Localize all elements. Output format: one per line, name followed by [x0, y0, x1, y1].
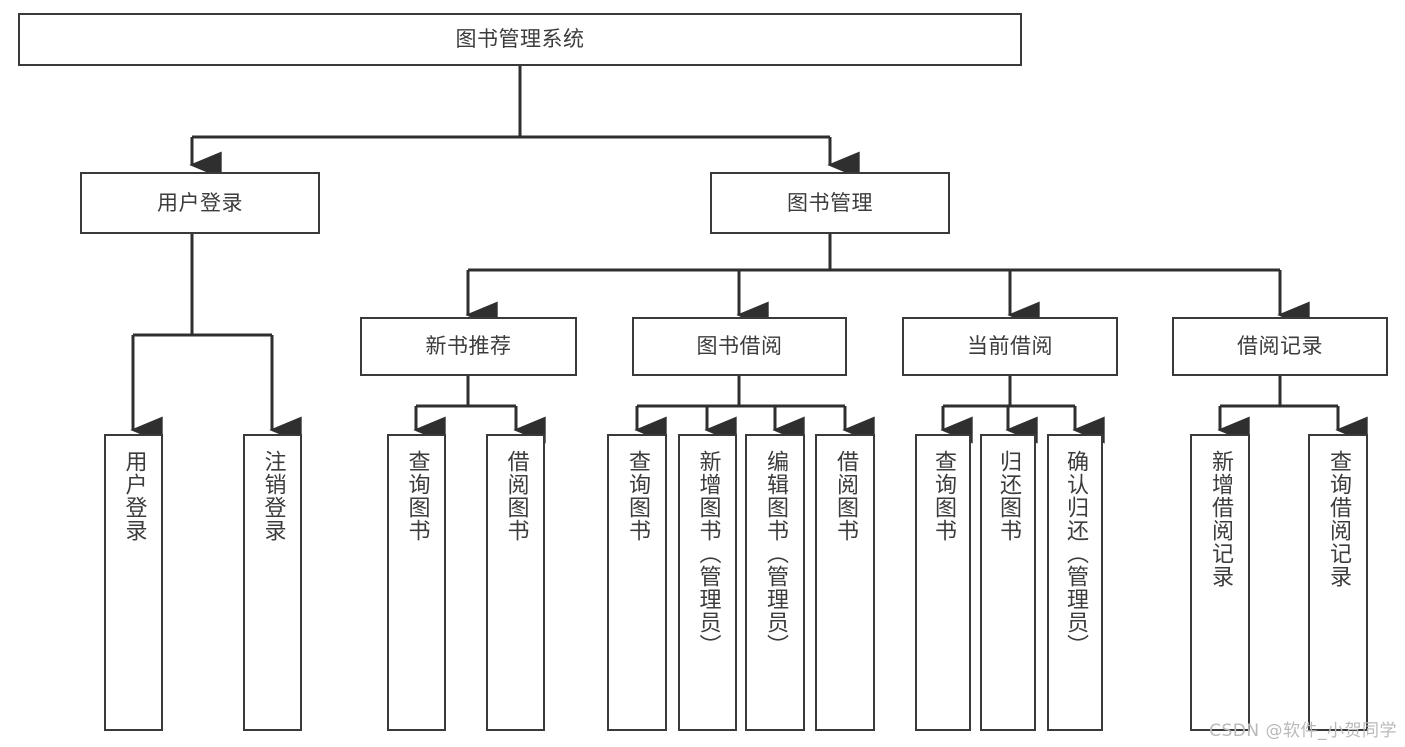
leaf-record-add-record[interactable]: 新增借阅记录 [1190, 434, 1250, 731]
node-label: 图书借阅 [696, 334, 783, 359]
node-label: 当前借阅 [967, 334, 1053, 359]
node-label: 确认归还（管理员） [1062, 450, 1088, 657]
node-current-borrow[interactable]: 当前借阅 [902, 317, 1118, 376]
leaf-record-query-record[interactable]: 查询借阅记录 [1308, 434, 1368, 731]
node-label: 新增图书（管理员） [695, 450, 721, 657]
leaf-user-login-signin[interactable]: 用户登录 [104, 434, 163, 731]
node-label: 归还图书 [995, 450, 1021, 542]
node-label: 新书推荐 [425, 334, 512, 359]
node-label: 图书管理 [787, 190, 873, 215]
node-label: 编辑图书（管理员） [762, 450, 788, 657]
node-root-system[interactable]: 图书管理系统 [18, 13, 1022, 66]
leaf-borrow-borrow-book[interactable]: 借阅图书 [815, 434, 875, 731]
watermark-text: CSDN @软件_小贺同学 [1209, 721, 1397, 741]
node-label: 借阅记录 [1237, 334, 1323, 359]
leaf-recommend-query-book[interactable]: 查询图书 [387, 434, 446, 731]
node-label: 用户登录 [121, 450, 147, 542]
node-label: 注销登录 [260, 450, 286, 542]
node-label: 查询图书 [930, 450, 956, 542]
node-label: 借阅图书 [832, 450, 858, 542]
node-label: 借阅图书 [503, 450, 529, 542]
leaf-borrow-query-book[interactable]: 查询图书 [607, 434, 667, 731]
node-borrow-record[interactable]: 借阅记录 [1172, 317, 1388, 376]
node-new-book-recommend[interactable]: 新书推荐 [360, 317, 577, 376]
node-label: 查询图书 [404, 450, 430, 542]
node-label: 新增借阅记录 [1207, 450, 1233, 588]
node-user-login[interactable]: 用户登录 [80, 172, 320, 234]
node-book-management[interactable]: 图书管理 [710, 172, 950, 234]
leaf-current-query-book[interactable]: 查询图书 [915, 434, 971, 731]
leaf-user-login-signout[interactable]: 注销登录 [243, 434, 302, 731]
node-label: 图书管理系统 [455, 27, 585, 52]
leaf-borrow-edit-book-admin[interactable]: 编辑图书（管理员） [745, 434, 805, 731]
leaf-current-return-book[interactable]: 归还图书 [980, 434, 1036, 731]
leaf-current-confirm-return-admin[interactable]: 确认归还（管理员） [1047, 434, 1103, 731]
node-label: 查询借阅记录 [1325, 450, 1351, 588]
node-label: 用户登录 [157, 190, 243, 215]
node-label: 查询图书 [624, 450, 650, 542]
node-book-borrow[interactable]: 图书借阅 [632, 317, 847, 376]
leaf-recommend-borrow-book[interactable]: 借阅图书 [486, 434, 545, 731]
leaf-borrow-add-book-admin[interactable]: 新增图书（管理员） [678, 434, 737, 731]
